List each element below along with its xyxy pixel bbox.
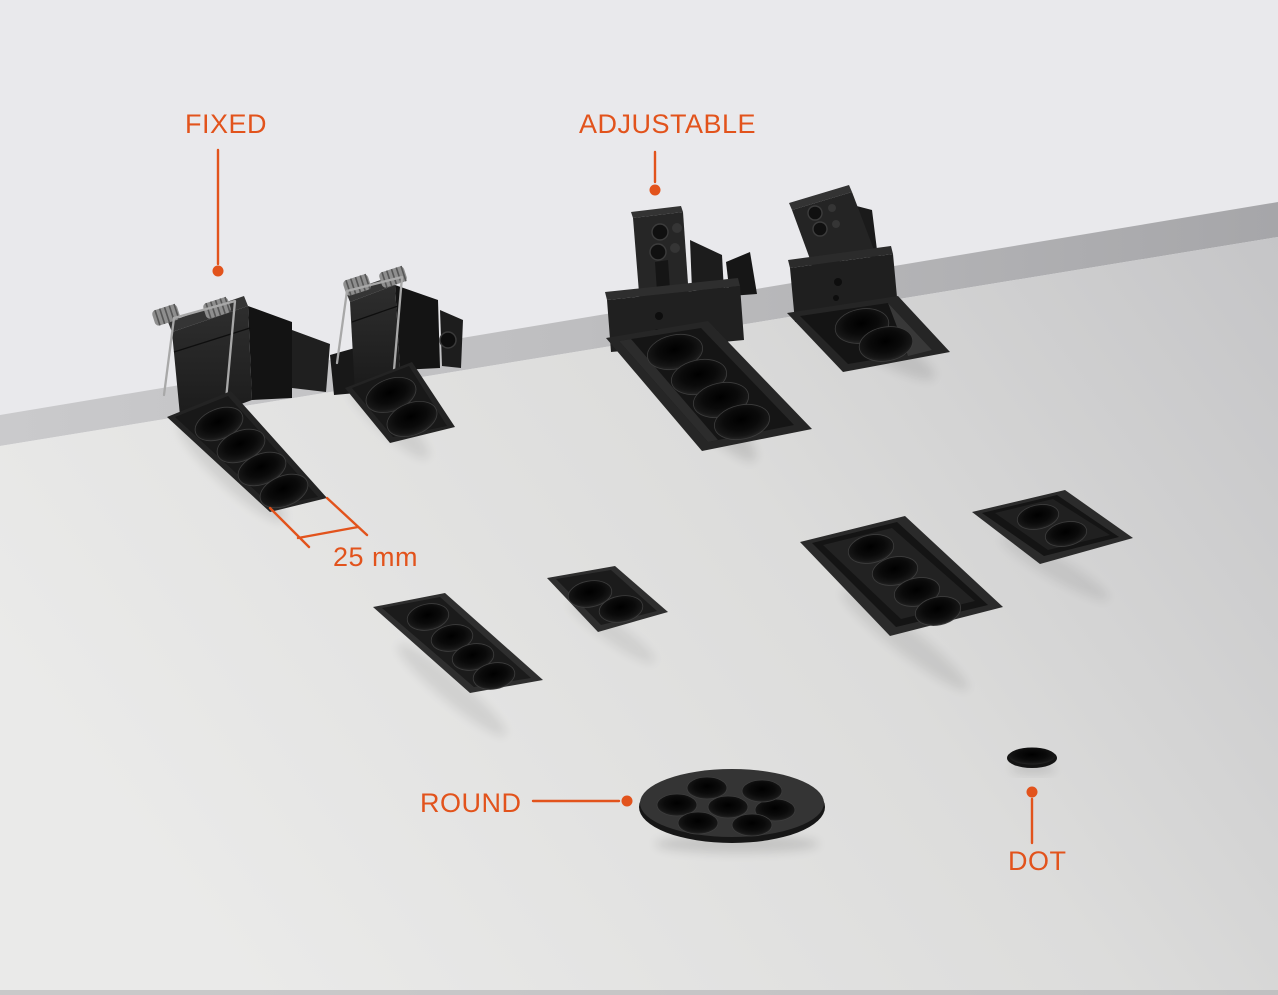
light-cells <box>646 333 771 441</box>
tray-side-wall <box>619 339 718 442</box>
light-cells <box>847 534 962 626</box>
fixture-fixed-linear-2-cell <box>335 265 463 443</box>
light-cells <box>194 406 309 509</box>
dimension-label: 25 mm <box>333 542 418 572</box>
callout-round: ROUND <box>420 788 633 818</box>
screw <box>833 295 839 301</box>
bracket-hole <box>649 243 667 261</box>
screw <box>834 278 842 286</box>
bracket-hole <box>672 223 682 233</box>
bracket-slot <box>655 260 670 292</box>
housing-fin <box>292 330 330 392</box>
dimension-tick-left <box>268 506 311 549</box>
housing-side <box>248 306 292 400</box>
dimension-line <box>296 525 360 540</box>
screw <box>655 312 663 320</box>
housing-side <box>395 285 440 370</box>
ceiling-bottom-edge <box>0 990 1278 995</box>
fixed-leader-dot <box>212 265 224 277</box>
light-cells <box>1016 504 1088 547</box>
light-cells <box>567 580 644 623</box>
dimension-tick-right <box>325 496 369 537</box>
bracket-top <box>789 185 852 210</box>
light-cells <box>406 603 516 690</box>
spring-clip-wire <box>162 299 237 402</box>
light-cells <box>834 308 914 362</box>
round-label: ROUND <box>420 788 522 818</box>
spring-clip-coil <box>203 296 231 319</box>
dot-cell <box>1009 747 1055 765</box>
spring-clip-wire <box>335 275 404 372</box>
callout-dimension-25mm: 25 mm <box>268 496 418 572</box>
adjustable-label: ADJUSTABLE <box>579 109 756 139</box>
light-cells <box>656 776 796 837</box>
fixture-recessed-linear-2-cell <box>547 566 668 632</box>
tilted-module-side <box>888 303 932 356</box>
callout-fixed: FIXED <box>185 109 267 277</box>
bracket-hole <box>828 204 836 212</box>
fixture-recessed-bezel-4-cell <box>800 516 1003 636</box>
adjustable-leader-dot <box>649 184 661 196</box>
housing-seam <box>351 305 399 323</box>
callout-dot: DOT <box>1008 786 1067 876</box>
base-top <box>788 246 893 268</box>
fixed-label: FIXED <box>185 109 267 139</box>
fixture-adjustable-linear-2-cell <box>787 185 950 372</box>
spring-clip-coil <box>379 265 407 288</box>
fixture-round-7-cell <box>639 769 825 843</box>
housing-knob <box>439 331 457 349</box>
bracket-hole <box>670 243 680 253</box>
callout-adjustable: ADJUSTABLE <box>579 109 756 196</box>
light-cells <box>365 376 438 438</box>
bracket-hole <box>651 223 669 241</box>
dot-label: DOT <box>1008 846 1067 876</box>
bracket-hole <box>832 220 840 228</box>
housing-front <box>350 285 400 392</box>
bracket-hole <box>812 221 828 237</box>
bracket-top <box>631 206 683 218</box>
fixture-recessed-linear-4-cell <box>373 593 543 693</box>
housing-fin <box>690 240 724 292</box>
base-top <box>605 278 740 300</box>
dot-leader-dot <box>1026 786 1038 798</box>
housing-seam <box>173 327 251 353</box>
bracket-hole <box>807 205 823 221</box>
fixture-dot <box>1007 747 1057 768</box>
round-leader-dot <box>621 795 633 807</box>
fixture-adjustable-linear-4-cell <box>605 206 812 451</box>
fixture-recessed-bezel-2-cell-square <box>972 490 1133 564</box>
